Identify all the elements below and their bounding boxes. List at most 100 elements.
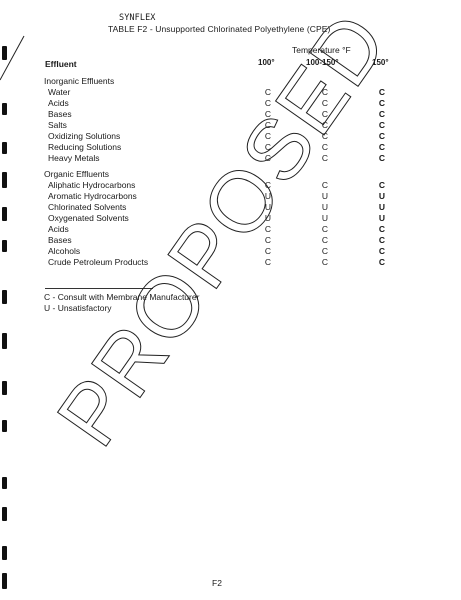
cell-100-150: C xyxy=(321,142,329,152)
cell-100-150: C xyxy=(321,257,329,267)
column-header-150: 150° xyxy=(372,58,389,67)
legend-unsatisfactory: U - Unsatisfactory xyxy=(44,303,112,313)
cell-150: C xyxy=(378,257,386,267)
table-title: TABLE F2 - Unsupported Chlorinated Polye… xyxy=(108,24,331,34)
cell-100: C xyxy=(264,246,272,256)
cell-100: C xyxy=(264,142,272,152)
cell-100-150: U xyxy=(321,202,329,212)
cell-100: U xyxy=(264,191,272,201)
row-label: Oxidizing Solutions xyxy=(48,131,121,141)
row-label: Aliphatic Hydrocarbons xyxy=(48,180,136,190)
binding-mark xyxy=(2,573,7,589)
table-row: Acids C C C xyxy=(0,224,461,235)
row-label: Salts xyxy=(48,120,67,130)
cell-100: C xyxy=(264,87,272,97)
cell-100: U xyxy=(264,213,272,223)
cell-100: C xyxy=(264,120,272,130)
binding-mark xyxy=(2,420,7,432)
table-row: Salts C C C xyxy=(0,120,461,131)
cell-100-150: C xyxy=(321,120,329,130)
cell-150: C xyxy=(378,246,386,256)
row-label: Oxygenated Solvents xyxy=(48,213,129,223)
row-label: Reducing Solutions xyxy=(48,142,122,152)
table-row: Bases C C C xyxy=(0,109,461,120)
cell-100-150: U xyxy=(321,213,329,223)
section-title-organic: Organic Effluents xyxy=(44,169,110,179)
row-label: Crude Petroleum Products xyxy=(48,257,149,267)
cell-150: C xyxy=(378,120,386,130)
cell-150: C xyxy=(378,142,386,152)
binding-mark xyxy=(2,507,7,521)
cell-100-150: C xyxy=(321,109,329,119)
watermark-text: PROPOSED xyxy=(39,0,406,463)
cell-100-150: C xyxy=(321,98,329,108)
cell-100: C xyxy=(264,109,272,119)
effluent-column-header: Effluent xyxy=(45,59,77,69)
cell-100: C xyxy=(264,224,272,234)
cell-150: C xyxy=(378,109,386,119)
cell-100: C xyxy=(264,153,272,163)
table-row: Aliphatic Hydrocarbons C C C xyxy=(0,180,461,191)
column-header-100-150: 100-150° xyxy=(306,58,339,67)
section-title-inorganic: Inorganic Effluents xyxy=(44,76,115,86)
cell-100-150: C xyxy=(321,180,329,190)
table-row: Acids C C C xyxy=(0,98,461,109)
cell-100-150: C xyxy=(321,131,329,141)
column-header-100: 100° xyxy=(258,58,275,67)
cell-150: C xyxy=(378,87,386,97)
cell-150: C xyxy=(378,224,386,234)
cell-150: U xyxy=(378,202,386,212)
cell-100: C xyxy=(264,131,272,141)
cell-100-150: C xyxy=(321,153,329,163)
row-label: Bases xyxy=(48,109,72,119)
binding-mark xyxy=(2,477,7,489)
temperature-header: Temperature °F xyxy=(292,45,351,55)
table-row: Reducing Solutions C C C xyxy=(0,142,461,153)
cell-100-150: C xyxy=(321,87,329,97)
cell-100-150: C xyxy=(321,224,329,234)
cell-100-150: U xyxy=(321,191,329,201)
table-row: Chlorinated Solvents U U U xyxy=(0,202,461,213)
cell-150: C xyxy=(378,180,386,190)
table-row: Bases C C C xyxy=(0,235,461,246)
table-row: Heavy Metals C C C xyxy=(0,153,461,164)
cell-150: C xyxy=(378,153,386,163)
binding-mark xyxy=(2,290,7,304)
row-label: Heavy Metals xyxy=(48,153,100,163)
cell-100-150: C xyxy=(321,246,329,256)
binding-mark xyxy=(2,142,7,154)
binding-mark xyxy=(2,172,7,188)
binding-mark xyxy=(2,207,7,221)
cell-100: C xyxy=(264,98,272,108)
row-label: Acids xyxy=(48,98,69,108)
cell-150: U xyxy=(378,213,386,223)
table-row: Aromatic Hydrocarbons U U U xyxy=(0,191,461,202)
page-number: F2 xyxy=(212,578,222,588)
cell-100-150: C xyxy=(321,235,329,245)
cell-100: U xyxy=(264,202,272,212)
binding-mark xyxy=(2,240,7,252)
table-row: Oxygenated Solvents U U U xyxy=(0,213,461,224)
cell-100: C xyxy=(264,235,272,245)
cell-150: C xyxy=(378,98,386,108)
legend-divider xyxy=(45,288,153,289)
legend-consult: C - Consult with Membrane Manufacturer xyxy=(44,292,200,302)
cell-100: C xyxy=(264,257,272,267)
binding-mark xyxy=(2,546,7,560)
table-row: Crude Petroleum Products C C C xyxy=(0,257,461,268)
cell-150: U xyxy=(378,191,386,201)
row-label: Water xyxy=(48,87,71,97)
binding-mark xyxy=(2,103,7,115)
row-label: Aromatic Hydrocarbons xyxy=(48,191,137,201)
brand-name: SYNFLEX xyxy=(119,13,156,23)
binding-mark xyxy=(2,381,7,395)
cell-150: C xyxy=(378,235,386,245)
row-label: Alcohols xyxy=(48,246,81,256)
row-label: Bases xyxy=(48,235,72,245)
cell-100: C xyxy=(264,180,272,190)
row-label: Chlorinated Solvents xyxy=(48,202,127,212)
table-row: Oxidizing Solutions C C C xyxy=(0,131,461,142)
binding-mark xyxy=(2,333,7,349)
binding-mark xyxy=(2,46,7,60)
